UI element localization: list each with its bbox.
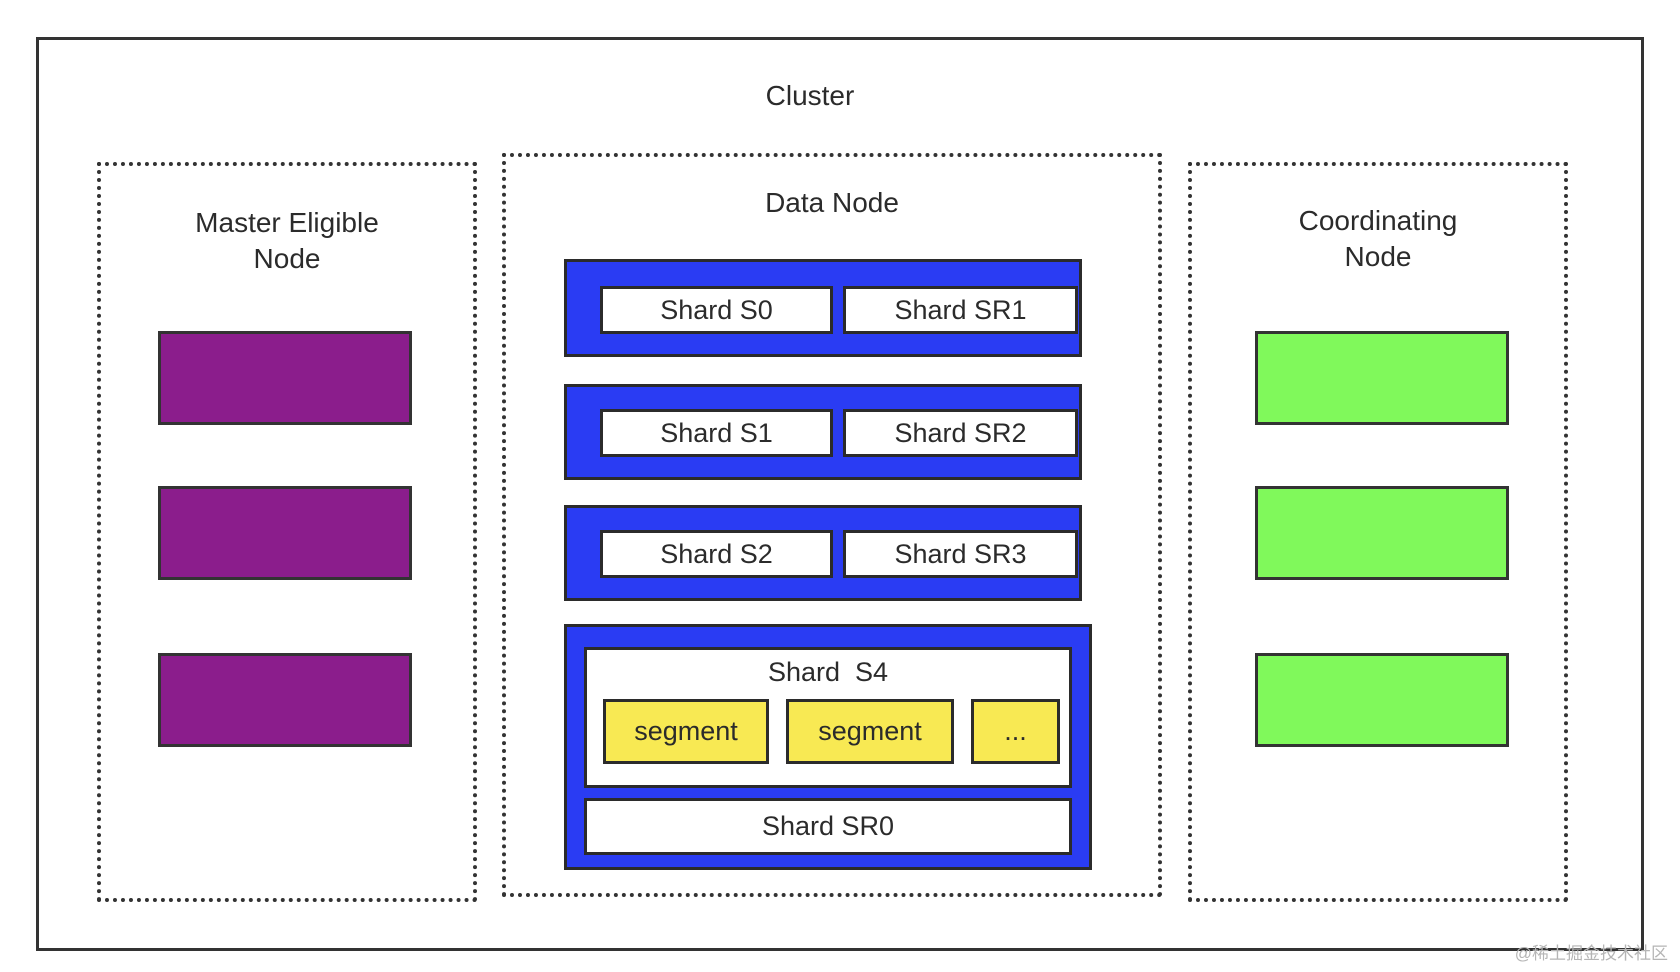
cluster-title: Cluster xyxy=(765,80,855,111)
coordinating-title-line2: Node xyxy=(1344,241,1412,272)
data-node-title: Data Node xyxy=(765,187,899,218)
coordinating-zone xyxy=(1188,162,1568,902)
primary-shard: Shard S1 xyxy=(600,409,833,457)
expanded-shard-group: Shard S4 segment segment ... Shard SR0 xyxy=(564,624,1092,870)
coordinating-node-box xyxy=(1255,331,1509,425)
master-eligible-title-line1: Master Eligible xyxy=(195,207,379,238)
master-node-box xyxy=(158,653,412,747)
primary-shard-label: Shard S4 xyxy=(767,657,889,687)
shard-group: Shard S2 Shard SR3 xyxy=(564,505,1082,601)
segment-box: segment xyxy=(786,699,954,764)
coordinating-title-line1: Coordinating xyxy=(1298,205,1458,236)
coordinating-node-box xyxy=(1255,653,1509,747)
master-eligible-zone xyxy=(97,162,477,902)
primary-shard: Shard S0 xyxy=(600,286,833,334)
shard-group: Shard S0 Shard SR1 xyxy=(564,259,1082,357)
cluster-frame xyxy=(36,37,1644,951)
master-eligible-title: Master Eligible Node xyxy=(97,205,477,277)
watermark: @稀土掘金技术社区 xyxy=(1514,944,1668,963)
segment-box: segment xyxy=(603,699,769,764)
data-node-zone xyxy=(502,153,1162,897)
replica-shard: Shard SR3 xyxy=(843,530,1078,578)
coordinating-node-box xyxy=(1255,486,1509,580)
coordinating-title: Coordinating Node xyxy=(1188,203,1568,275)
primary-shard: Shard S2 xyxy=(600,530,833,578)
master-eligible-title-line2: Node xyxy=(253,243,321,274)
shard-group: Shard S1 Shard SR2 xyxy=(564,384,1082,480)
master-node-box xyxy=(158,486,412,580)
replica-shard: Shard SR1 xyxy=(843,286,1078,334)
replica-shard: Shard SR0 xyxy=(584,798,1072,855)
segment-ellipsis-box: ... xyxy=(971,699,1060,764)
master-node-box xyxy=(158,331,412,425)
primary-shard-expanded: Shard S4 segment segment ... xyxy=(584,647,1072,788)
replica-shard: Shard SR2 xyxy=(843,409,1078,457)
